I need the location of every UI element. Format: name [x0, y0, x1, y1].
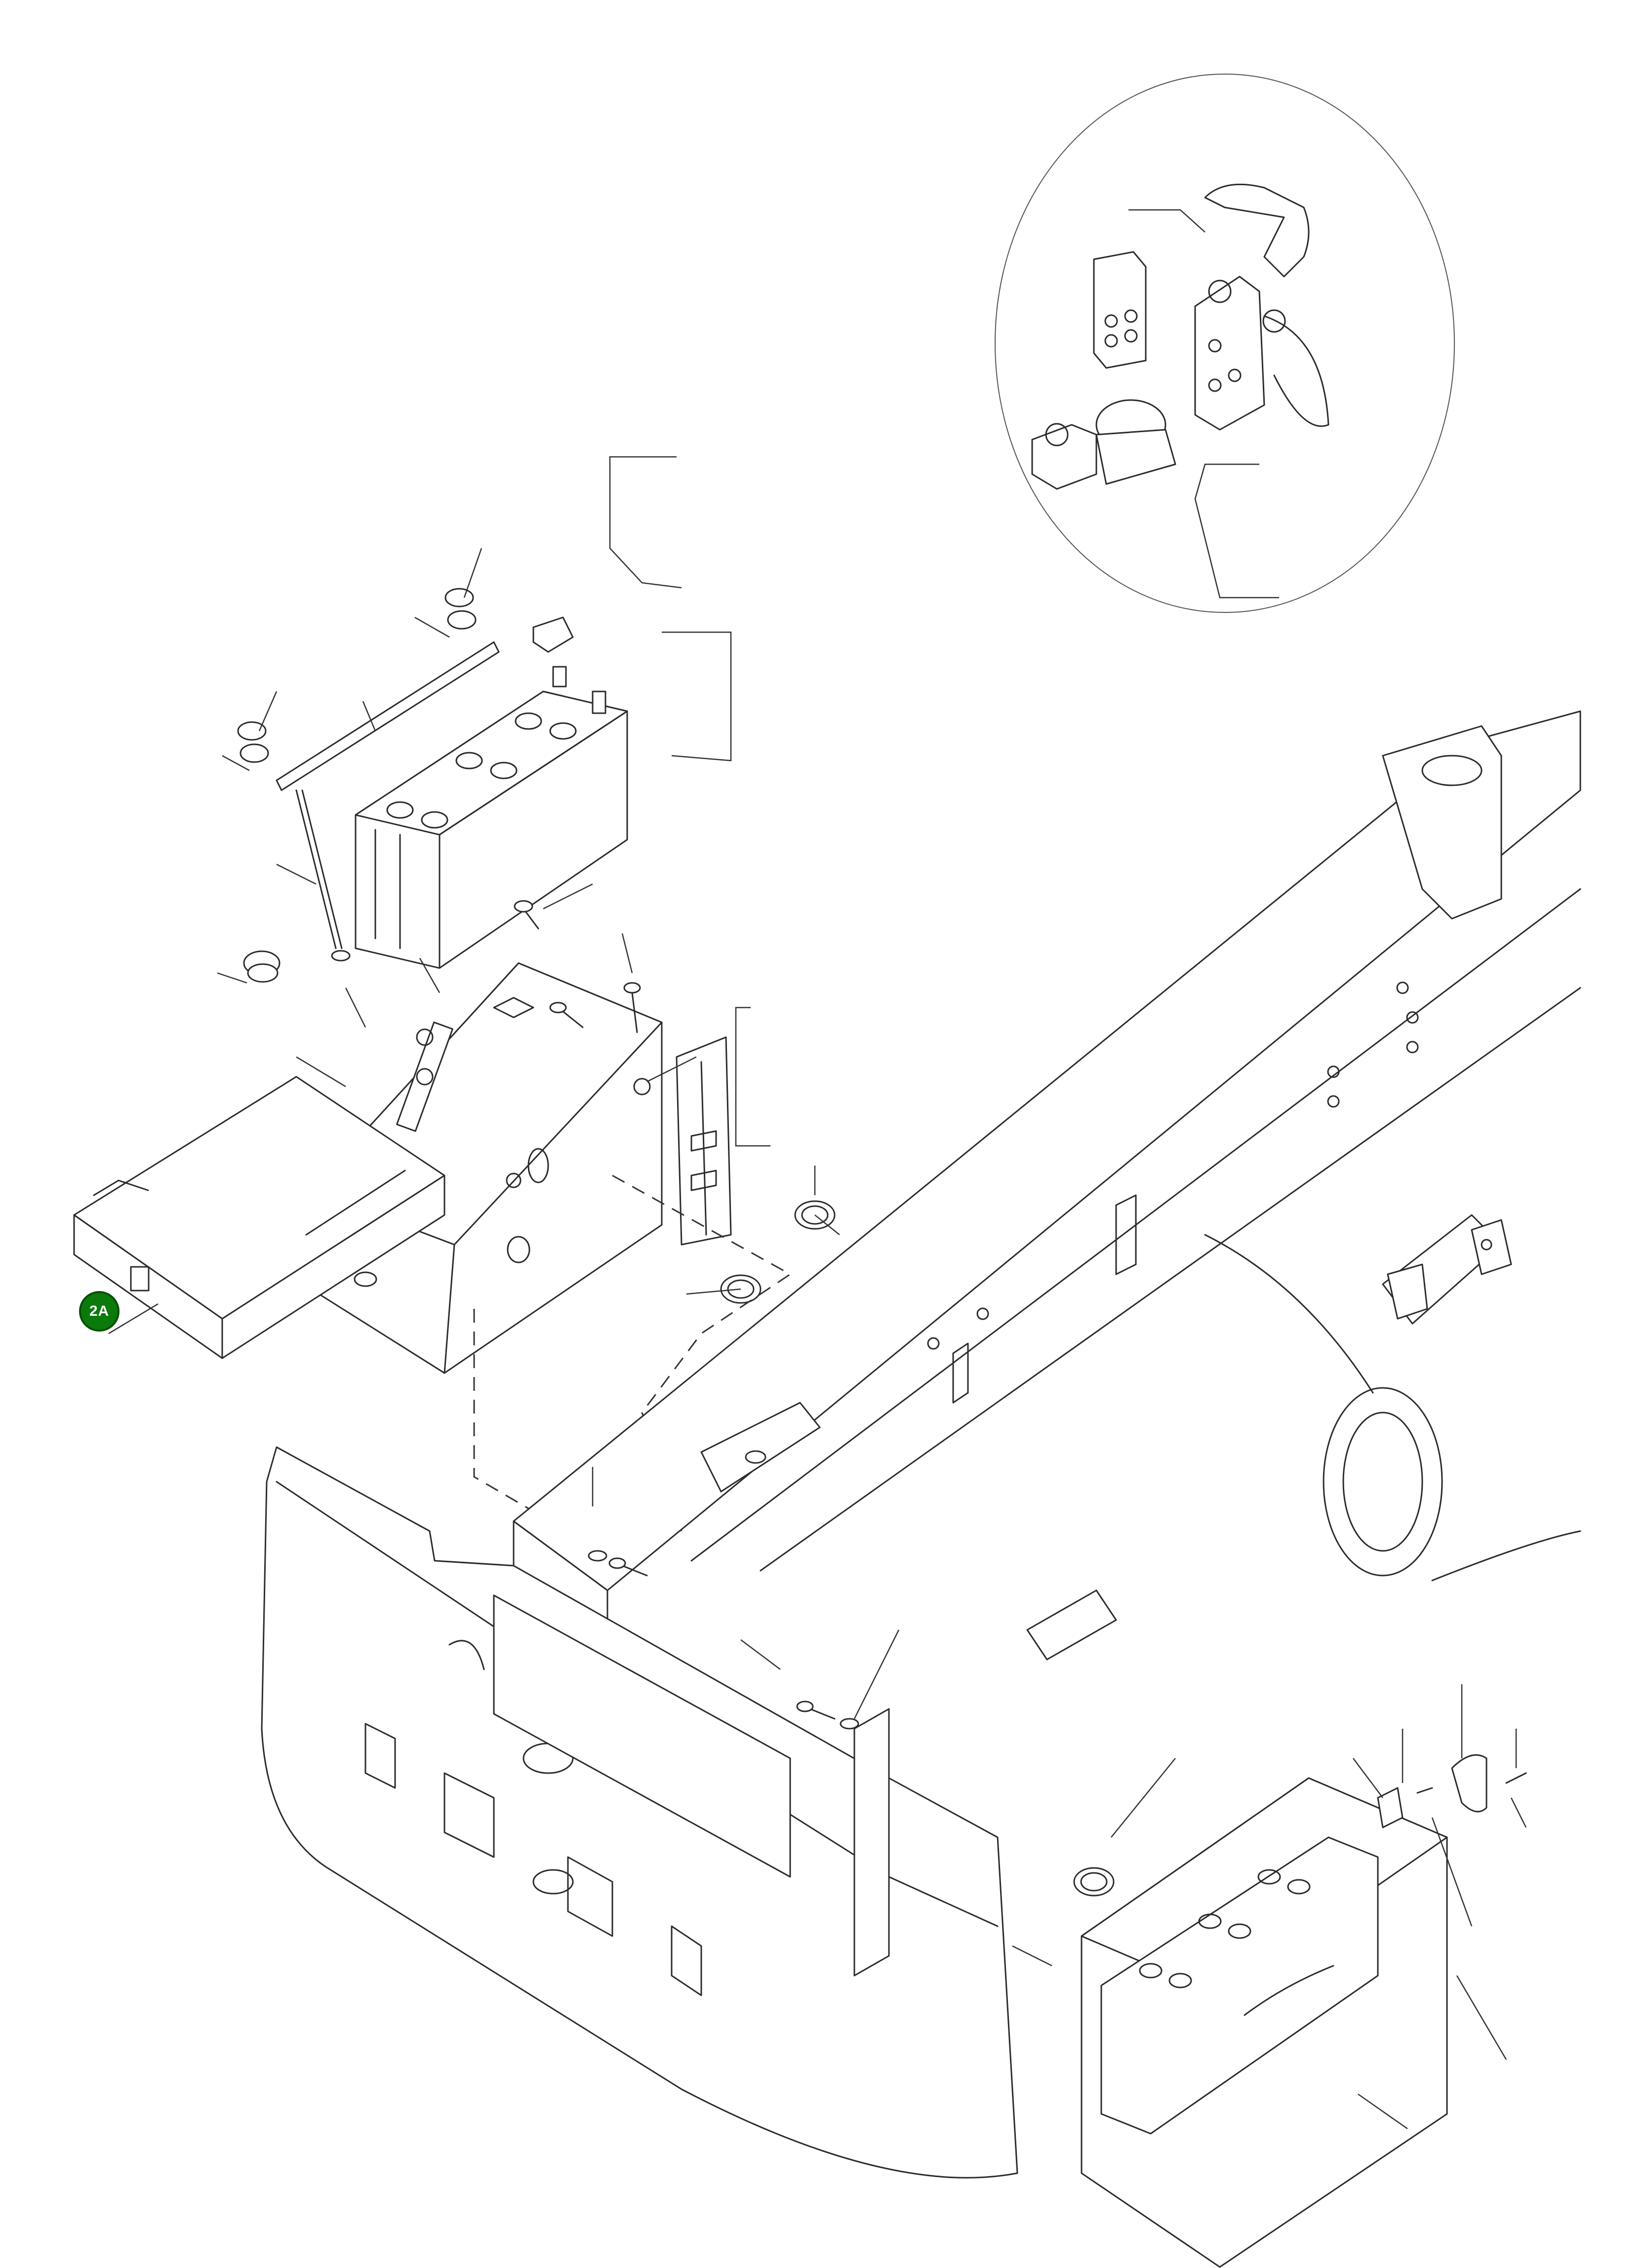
chassis-frame: [513, 710, 1581, 1660]
callout-2a-badge[interactable]: 2A: [79, 1291, 120, 1332]
detail-inset: [995, 74, 1455, 613]
terminal-clamp-detail-icon: [1031, 399, 1176, 490]
box-latch-strap: [396, 1021, 453, 1132]
assembly-dashed-lines: [473, 1174, 792, 1532]
box-bolts: [514, 900, 641, 1033]
side-slotted-plate: [676, 1036, 732, 1246]
leader-lines: [108, 456, 1527, 2130]
terminal-clamp: [532, 616, 606, 714]
front-bumper: [261, 1446, 1018, 2179]
battery-tray: [73, 1076, 445, 1359]
hold-down-nuts: [237, 588, 477, 763]
hold-down-bar: [276, 641, 500, 791]
rubber-plug-icon: [243, 950, 281, 983]
latch-plate-icon: [1093, 251, 1147, 369]
battery-cell-caps: [386, 712, 577, 829]
latch-lever-icon: [1194, 183, 1329, 431]
callout-2a-label: 2A: [89, 1303, 110, 1319]
battery-upper: [355, 690, 628, 969]
hold-down-rod: [295, 789, 351, 962]
battery-lower-assembly: [1081, 1754, 1527, 2268]
